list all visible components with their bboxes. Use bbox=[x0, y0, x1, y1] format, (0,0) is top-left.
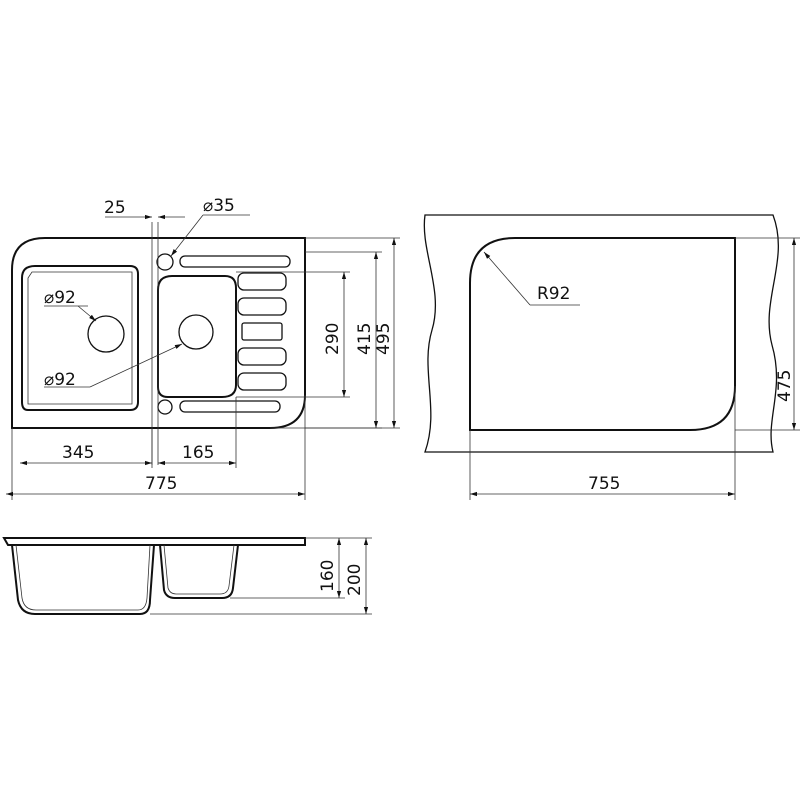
drain-left bbox=[87, 315, 125, 353]
dim-cutout-width: 755 bbox=[588, 474, 620, 494]
cutout-shape bbox=[469, 237, 736, 431]
dim-drain-right: ⌀92 bbox=[44, 370, 76, 390]
tap-hole bbox=[156, 253, 174, 271]
drainer-groove bbox=[179, 400, 281, 413]
drainer-groove bbox=[237, 272, 287, 291]
side-left-bowl bbox=[11, 544, 155, 615]
drainer-groove bbox=[237, 372, 287, 391]
drainer-groove bbox=[179, 255, 291, 268]
cutout-view: R92 755 475 bbox=[423, 214, 800, 500]
dim-radius: R92 bbox=[537, 284, 570, 304]
dim-tap-offset: 25 bbox=[104, 198, 126, 218]
dim-right-bowl: 165 bbox=[182, 443, 214, 463]
overflow-hole bbox=[157, 399, 173, 415]
countertop-outline bbox=[423, 214, 780, 453]
side-right-bowl bbox=[159, 544, 239, 599]
drainer-groove bbox=[241, 322, 283, 341]
drainer-groove bbox=[237, 297, 287, 316]
dim-drain-left: ⌀92 bbox=[44, 288, 76, 308]
dim-bowl-depth: 290 bbox=[323, 323, 343, 355]
drain-right bbox=[178, 314, 214, 350]
top-view: 25 ⌀35 ⌀92 ⌀92 290 415 495 345 bbox=[5, 196, 400, 500]
dim-bowl-height: 160 bbox=[318, 560, 338, 592]
right-bowl bbox=[157, 275, 237, 398]
side-profile-top bbox=[2, 537, 306, 546]
dim-overall-width: 775 bbox=[145, 474, 177, 494]
dim-cutout-depth: 475 bbox=[775, 370, 795, 402]
side-view: 160 200 bbox=[2, 537, 372, 615]
dim-tap-hole: ⌀35 bbox=[203, 196, 235, 216]
left-bowl bbox=[21, 265, 139, 411]
dim-total-height: 200 bbox=[345, 564, 365, 596]
dim-overall-depth: 495 bbox=[374, 323, 394, 355]
drainer-groove bbox=[237, 347, 287, 366]
dim-left-bowl: 345 bbox=[62, 443, 94, 463]
dim-inner-depth: 415 bbox=[355, 323, 375, 355]
